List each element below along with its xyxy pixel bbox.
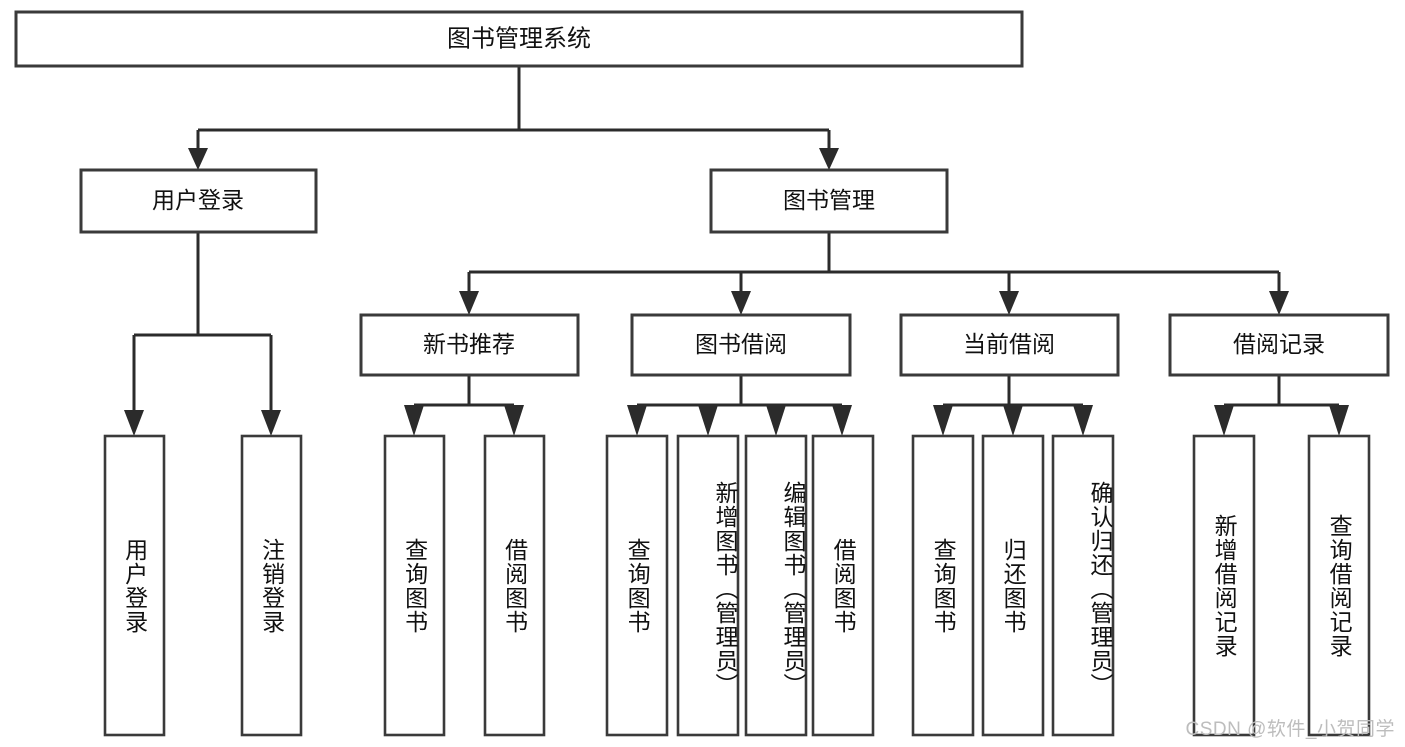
node-layer: 图书管理系统 用户登录 图书管理 新书推荐 图书借阅 当前借阅 借阅记录 bbox=[14, 10, 1390, 737]
arrow-new-book-recommend bbox=[459, 291, 479, 315]
node-new-book-recommend-label: 新书推荐 bbox=[423, 331, 515, 357]
leaf-query-record-box bbox=[1307, 434, 1371, 737]
arrow-leaf-return-book bbox=[1003, 405, 1023, 436]
node-current-borrow-label: 当前借阅 bbox=[963, 331, 1055, 357]
arrow-book-manage bbox=[819, 148, 839, 170]
node-book-borrow-label: 图书借阅 bbox=[695, 331, 787, 357]
node-user-login-label: 用户登录 bbox=[152, 187, 244, 213]
node-root-box[interactable] bbox=[14, 10, 1024, 68]
arrow-leaf-edit-book bbox=[766, 405, 786, 436]
arrow-leaf-add-book bbox=[698, 405, 718, 436]
leaf-add-record-box[interactable] bbox=[1192, 434, 1256, 737]
leaf-confirm-return-box[interactable] bbox=[1051, 434, 1115, 737]
arrow-leaf-logout bbox=[261, 410, 281, 436]
node-user-login-box[interactable] bbox=[79, 168, 318, 234]
arrow-leaf-query-book-1 bbox=[404, 405, 424, 436]
arrow-leaf-user-login bbox=[124, 410, 144, 436]
arrow-leaf-add-record bbox=[1214, 405, 1234, 436]
leaf-query-book-3-box[interactable] bbox=[911, 434, 975, 737]
leaf-add-book-box[interactable] bbox=[676, 434, 740, 737]
leaf-query-book-1-box[interactable] bbox=[383, 434, 446, 737]
leaf-return-book-box[interactable] bbox=[981, 434, 1045, 737]
arrow-leaf-borrow-book-2 bbox=[832, 405, 852, 436]
arrow-leaf-borrow-book-1 bbox=[504, 405, 524, 436]
node-current-borrow-box[interactable] bbox=[899, 313, 1120, 377]
leaf-query-book-2-box[interactable] bbox=[605, 434, 669, 737]
leaf-user-login-box[interactable] bbox=[103, 434, 166, 737]
arrow-leaf-confirm-return bbox=[1073, 405, 1093, 436]
arrow-leaf-query-record bbox=[1329, 405, 1349, 436]
node-book-manage-box[interactable] bbox=[709, 168, 949, 234]
node-borrow-record-label: 借阅记录 bbox=[1233, 331, 1325, 357]
node-root-label: 图书管理系统 bbox=[447, 25, 591, 52]
arrow-leaf-query-book-3 bbox=[933, 405, 953, 436]
arrow-current-borrow bbox=[999, 291, 1019, 315]
node-new-book-recommend-box[interactable] bbox=[359, 313, 580, 377]
arrow-user-login bbox=[188, 148, 208, 170]
node-book-borrow-box[interactable] bbox=[630, 313, 852, 377]
leaf-logout-box[interactable] bbox=[240, 434, 303, 737]
leaf-edit-book-box[interactable] bbox=[744, 434, 808, 737]
node-borrow-record-box[interactable] bbox=[1168, 313, 1390, 377]
node-book-manage-label: 图书管理 bbox=[783, 187, 875, 213]
arrow-book-borrow bbox=[731, 291, 751, 315]
arrow-borrow-record bbox=[1269, 291, 1289, 315]
csdn-watermark: CSDN @软件_小贺同学 bbox=[1185, 719, 1395, 740]
leaf-borrow-book-1-box[interactable] bbox=[483, 434, 546, 737]
arrow-leaf-query-book-2 bbox=[627, 405, 647, 436]
leaf-borrow-book-2-box[interactable] bbox=[811, 434, 875, 737]
connector-layer bbox=[124, 66, 1349, 436]
